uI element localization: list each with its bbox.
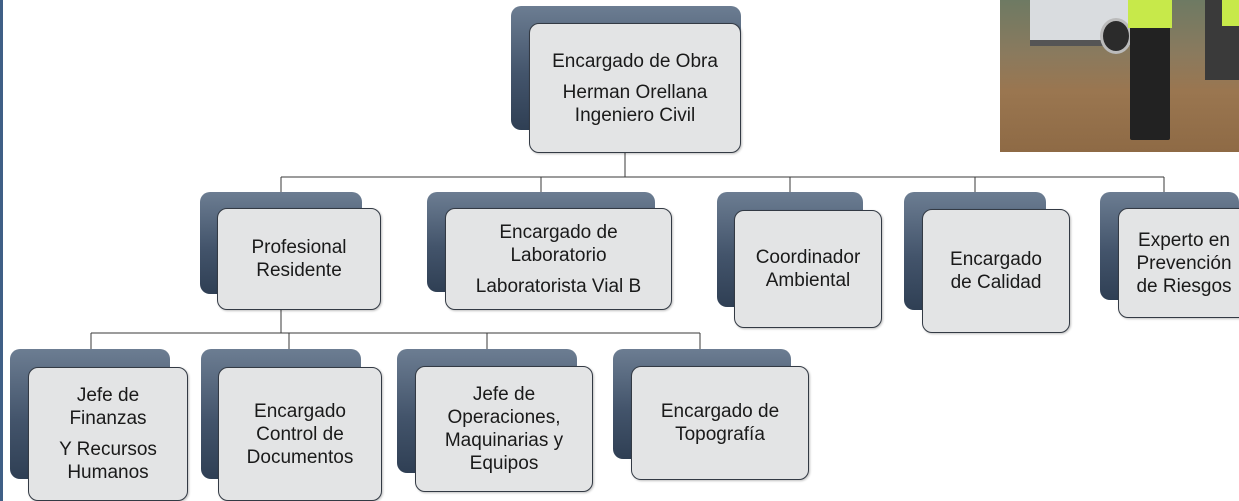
node-label-line: Equipos: [469, 453, 539, 474]
node-card: Encargado de Laboratorio Laboratorista V…: [445, 208, 672, 310]
node-card: Jefe de Operaciones, Maquinarias y Equip…: [415, 366, 593, 492]
node-card: Experto en Prevención de Riesgos: [1118, 208, 1239, 318]
node-label-line: Coordinador: [755, 247, 861, 268]
photo-safety-vest: [1128, 0, 1172, 28]
photo-safety-vest-2: [1222, 0, 1239, 26]
node-label-line: Encargado de: [660, 401, 780, 422]
node-subtitle: Laboratorista Vial B: [475, 275, 642, 297]
node-label-line: Control de: [256, 423, 344, 445]
site-photo: [1000, 0, 1239, 152]
node-card: Profesional Residente: [217, 208, 381, 310]
node-label-line: Topografía: [675, 424, 765, 445]
node-label-line: Residente: [256, 260, 342, 281]
node-card: Encargado de Calidad: [922, 209, 1070, 333]
node-label-line: Documentos: [246, 446, 354, 468]
node-card: Jefe de Finanzas Y Recursos Humanos: [28, 367, 188, 501]
node-subtitle-line: Y Recursos: [59, 439, 157, 460]
node-label-line: Laboratorio: [510, 244, 607, 266]
node-label-line: Jefe de: [76, 385, 140, 406]
node-card: Coordinador Ambiental: [734, 210, 882, 328]
node-label-line: de Calidad: [950, 272, 1042, 293]
node-label-line: de Riesgos: [1136, 275, 1232, 297]
node-label-line: Maquinarias y: [444, 430, 564, 451]
node-subtitle-line: Humanos: [67, 462, 149, 483]
node-label-line: Jefe de: [472, 384, 536, 405]
node-label-line: Encargado de: [499, 221, 618, 243]
node-card: Encargado Control de Documentos: [218, 367, 382, 501]
node-card: Encargado de Obra Herman Orellana Ingeni…: [529, 23, 741, 153]
node-label-line: Encargado: [254, 400, 346, 422]
node-label-line: Prevención: [1136, 252, 1232, 274]
node-label-line: Profesional: [251, 237, 347, 258]
node-title: Encargado de Obra: [552, 50, 718, 72]
node-label-line: Finanzas: [69, 408, 147, 429]
node-person-role: Ingeniero Civil: [574, 104, 696, 126]
node-label-line: Ambiental: [765, 270, 851, 291]
node-label-line: Operaciones,: [447, 407, 561, 428]
node-label-line: Encargado: [950, 249, 1042, 270]
node-card: Encargado de Topografía: [631, 366, 809, 480]
node-person-name: Herman Orellana: [562, 81, 708, 103]
left-border-rule: [0, 0, 3, 501]
node-label-line: Experto en: [1138, 229, 1230, 251]
